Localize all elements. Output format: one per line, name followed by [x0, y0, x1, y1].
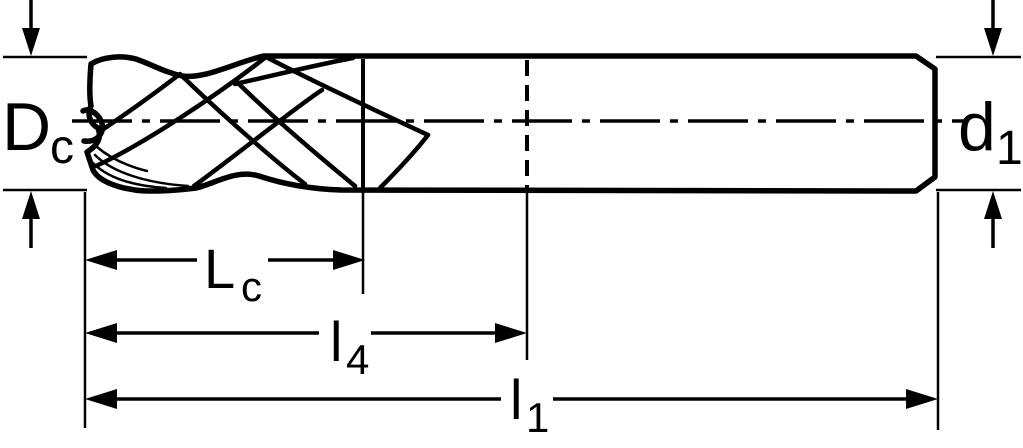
l4-left-arrowhead-icon	[85, 323, 117, 343]
dimension-lc: L c	[85, 237, 365, 310]
label-cutting-diameter-sub: c	[50, 121, 74, 174]
label-d1-group: d 1	[958, 89, 1023, 175]
flute-line	[191, 87, 325, 189]
dimension-l1: l 1	[85, 368, 938, 441]
flute-line	[263, 54, 431, 138]
l1-right-arrowhead-icon	[906, 389, 938, 409]
lc-right-arrowhead-icon	[333, 250, 365, 270]
label-overall-length-sub: 1	[526, 394, 549, 441]
dc-bottom-arrowhead-icon	[22, 191, 40, 219]
end-tooth-arc	[95, 145, 149, 173]
d1-diameter-arrows	[984, 0, 1002, 248]
flute-line	[233, 78, 358, 189]
dc-diameter-arrows	[22, 0, 40, 248]
end-tooth-arc	[93, 153, 190, 188]
flute-line	[178, 72, 308, 187]
flute-line	[99, 71, 183, 133]
d1-top-arrowhead-icon	[984, 28, 1002, 56]
label-overall-length: l	[510, 368, 522, 431]
l4-right-arrowhead-icon	[495, 323, 527, 343]
label-shank-diameter-sub: 1	[996, 122, 1023, 175]
label-shank-diameter: d	[958, 89, 996, 165]
end-tooth-arc	[91, 161, 168, 190]
dc-top-arrowhead-icon	[22, 28, 40, 56]
label-dc-group: D c	[2, 89, 74, 174]
label-length-l4: l	[330, 310, 342, 373]
flute-line	[232, 55, 356, 87]
flute-helix-lines	[93, 54, 431, 191]
l1-left-arrowhead-icon	[85, 389, 117, 409]
lc-left-arrowhead-icon	[85, 250, 117, 270]
label-cutting-length: L	[204, 237, 235, 300]
d1-bottom-arrowhead-icon	[984, 191, 1002, 219]
flute-line	[377, 132, 431, 191]
dimension-l4: l 4	[85, 310, 527, 383]
label-length-l4-sub: 4	[346, 336, 369, 383]
label-cutting-diameter: D	[2, 89, 51, 165]
label-cutting-length-sub: c	[241, 263, 262, 310]
